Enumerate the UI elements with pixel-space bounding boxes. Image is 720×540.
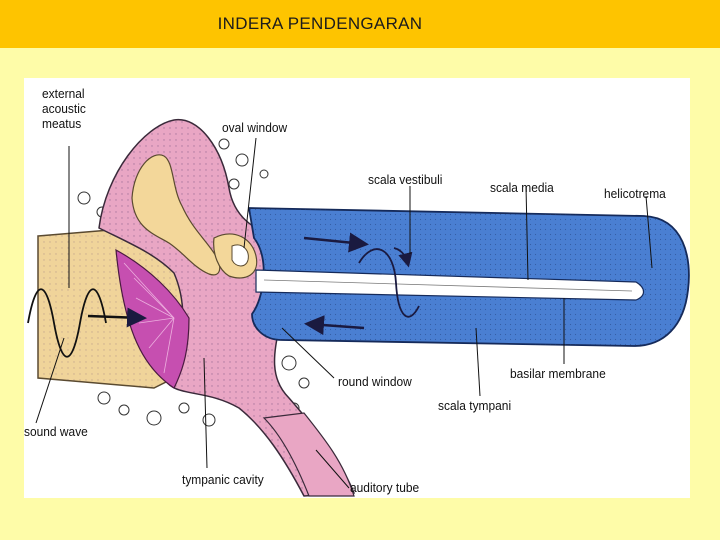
auditory-tube-shape (262, 412, 355, 497)
label-line-acoustic: acoustic (42, 101, 86, 116)
label-sound-wave: sound wave (24, 424, 88, 439)
label-scala-vestibuli: scala vestibuli (368, 172, 443, 187)
label-external-acoustic-meatus: external acoustic meatus (42, 86, 86, 131)
label-line-meatus: meatus (42, 116, 82, 131)
eardrum (115, 248, 190, 389)
page-title: INDERA PENDENGARAN (217, 14, 423, 33)
cochlear-partition (255, 269, 645, 301)
label-scala-tympani: scala tympani (438, 398, 512, 413)
title-bar: INDERA PENDENGARAN (0, 0, 720, 48)
ear-illustration (27, 119, 690, 497)
ear-diagram: external acoustic meatus oval window sca… (24, 78, 690, 498)
label-tympanic-cavity: tympanic cavity (182, 472, 264, 487)
label-scala-media: scala media (490, 180, 554, 195)
label-helicotrema: helicotrema (604, 186, 666, 201)
label-oval-window: oval window (222, 120, 288, 135)
label-line-external: external (42, 86, 85, 101)
label-basilar-membrane: basilar membrane (510, 366, 606, 381)
label-round-window: round window (338, 374, 412, 389)
sound-wave-curve (27, 288, 107, 358)
label-auditory-tube: auditory tube (350, 480, 420, 495)
